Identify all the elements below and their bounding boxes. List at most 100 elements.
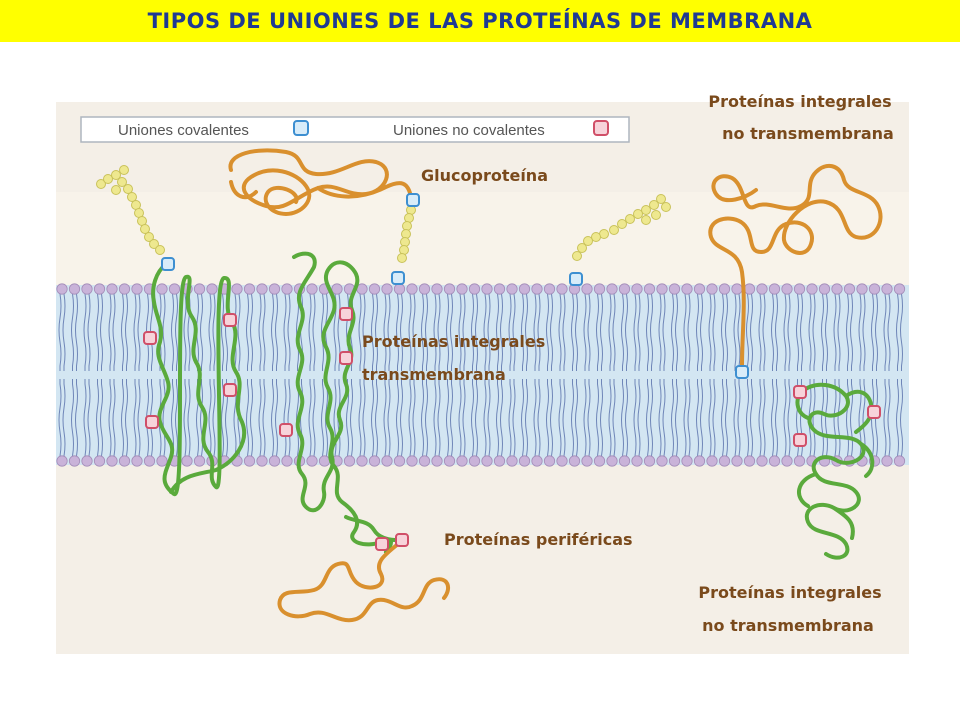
lipid-head: [618, 455, 631, 467]
lipid-tail: [662, 379, 666, 457]
lipid-tail: [308, 293, 312, 371]
covalent-bond-marker: [569, 272, 583, 286]
lipid-tail: [508, 293, 512, 371]
lipid-tail: [583, 293, 587, 371]
lipid-tail: [725, 293, 728, 371]
lipid-tail: [83, 379, 87, 457]
lipid-tail: [558, 293, 562, 371]
lipid-head: [831, 283, 843, 295]
lipid-tail: [808, 293, 812, 371]
lipid-tail: [771, 379, 774, 457]
lipid-head: [606, 283, 618, 295]
lipid-tail: [796, 293, 799, 371]
lipid-tail: [650, 379, 653, 457]
lipid-tails-top: [58, 293, 903, 371]
noncovalent-bond-marker: [793, 385, 807, 399]
lipid-tail: [183, 379, 187, 457]
lipid-tail: [887, 293, 891, 371]
lipid-head: [418, 283, 431, 295]
lipid-tail: [421, 293, 424, 371]
lipid-tail: [246, 379, 249, 457]
lipid-head: [818, 283, 831, 295]
lipid-tail: [483, 293, 487, 371]
page-title: TIPOS DE UNIONES DE LAS PROTEÍNAS DE MEM…: [147, 9, 813, 33]
lipid-head: [131, 455, 143, 467]
lipid-tail: [550, 379, 553, 457]
lipid-tail: [62, 293, 66, 371]
lipid-head: [506, 283, 518, 295]
lipid-tail: [250, 379, 253, 457]
lipid-head: [93, 455, 106, 467]
lipid-head: [431, 283, 443, 295]
integral-transmembrane-label-line2: transmembrana: [362, 365, 506, 384]
lipid-tail: [787, 379, 791, 457]
lipid-tail: [437, 379, 441, 457]
lipid-tail: [412, 293, 416, 371]
legend-noncovalent-label: Uniones no covalentes: [393, 122, 545, 139]
lipid-head: [156, 455, 168, 467]
lipid-head: [193, 283, 206, 295]
lipid-tail: [858, 293, 862, 371]
lipid-head: [268, 455, 281, 467]
lipid-tail: [458, 293, 462, 371]
lipid-head: [68, 283, 81, 295]
lipid-tail: [533, 379, 537, 457]
lipid-head: [68, 455, 81, 467]
lipid-tail: [775, 379, 778, 457]
lipid-head: [281, 283, 293, 295]
lipid-head: [106, 455, 118, 467]
lipid-tail: [871, 293, 874, 371]
lipid-tail: [400, 293, 403, 371]
lipid-head: [881, 283, 893, 295]
lipid-tail: [287, 293, 291, 371]
lipid-tail: [312, 293, 316, 371]
lipid-tail: [575, 293, 578, 371]
peripheral-proteins-label: Proteínas periféricas: [444, 530, 633, 549]
lipid-tail: [296, 379, 299, 457]
lipid-head: [431, 455, 443, 467]
lipid-tail: [137, 293, 141, 371]
lipid-tail: [246, 293, 249, 371]
lipid-head: [668, 455, 681, 467]
lipid-head: [731, 283, 743, 295]
lipid-head: [181, 455, 193, 467]
lipid-tail: [58, 379, 62, 457]
lipid-tail: [83, 293, 87, 371]
lipid-head: [531, 455, 543, 467]
lipid-tail: [408, 293, 412, 371]
lipid-tail: [900, 293, 903, 371]
noncovalent-bond-marker: [145, 415, 159, 429]
lipid-tail: [87, 379, 91, 457]
lipid-head: [456, 283, 468, 295]
lipid-tail: [758, 293, 762, 371]
lipid-tail: [712, 379, 716, 457]
lipid-head: [781, 455, 793, 467]
lipid-head: [556, 283, 568, 295]
lipid-tail: [537, 379, 541, 457]
lipid-head: [893, 455, 906, 467]
lipid-tail: [612, 293, 616, 371]
lipid-tail: [850, 293, 853, 371]
lipid-tail: [112, 379, 116, 457]
lipid-tail: [562, 293, 566, 371]
glycoprotein-globule: [228, 148, 413, 216]
lipid-tail: [87, 293, 91, 371]
lipid-head: [706, 283, 718, 295]
lipid-tail: [375, 379, 378, 457]
lipid-head: [356, 455, 368, 467]
lipid-head: [631, 455, 643, 467]
lipid-head: [556, 455, 568, 467]
title-bar: TIPOS DE UNIONES DE LAS PROTEÍNAS DE MEM…: [0, 0, 960, 42]
lipid-head: [581, 455, 593, 467]
lipid-tail: [408, 379, 412, 457]
lipid-tail: [475, 379, 478, 457]
noncovalent-markers: [143, 307, 881, 551]
lipid-tail: [58, 293, 62, 371]
lipid-tail: [571, 379, 574, 457]
lipid-tail: [450, 379, 453, 457]
lipid-tail: [708, 293, 712, 371]
lipid-tail: [837, 379, 841, 457]
lipid-tail: [650, 293, 653, 371]
lipid-tail: [371, 379, 374, 457]
legend: Uniones covalentes Uniones no covalentes: [80, 116, 630, 143]
